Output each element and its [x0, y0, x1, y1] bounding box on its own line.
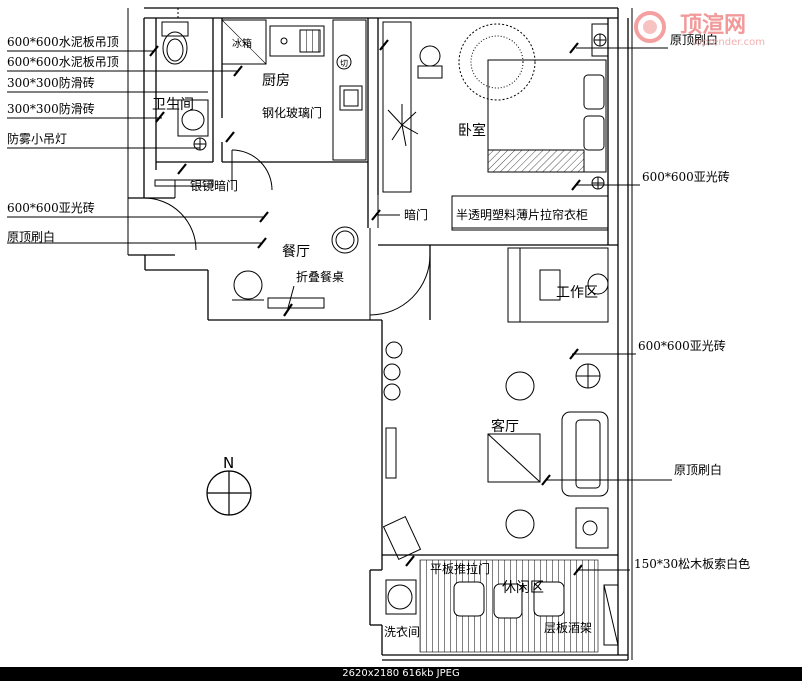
watermark-url: toprender.com	[692, 37, 765, 48]
room-kitchen: 厨房	[262, 73, 290, 89]
compass	[206, 470, 252, 516]
room-laundry: 洗衣间	[384, 624, 420, 639]
callout-ceiling-bath-1: 600*600水泥板吊顶	[7, 35, 119, 49]
callout-ceiling-white-bedroom: 原顶刷白	[670, 32, 718, 47]
exterior-walls	[128, 7, 629, 661]
leisure-fixtures	[385, 559, 619, 653]
fixture-fridge: 冰箱	[232, 37, 252, 50]
callout-antifog-light: 防雾小吊灯	[7, 131, 67, 146]
compass-north: N	[223, 454, 234, 472]
dining-fixtures	[232, 226, 359, 309]
watermark-brand: 顶渲网	[680, 12, 746, 38]
workspace-fixtures	[507, 247, 609, 323]
callout-leaders	[7, 47, 672, 571]
callout-slashes	[149, 39, 583, 576]
frame	[127, 8, 633, 660]
callout-glass-door: 钢化玻璃门	[262, 105, 322, 120]
callout-matte-tile-dining: 600*600亚光砖	[7, 200, 95, 215]
doors	[143, 149, 431, 320]
callout-ceiling-white-living: 原顶刷白	[674, 462, 722, 477]
kitchen-fixtures	[221, 19, 367, 161]
living-fixtures	[382, 341, 609, 561]
bedroom-fixtures	[382, 21, 609, 231]
room-leisure: 休闲区	[502, 580, 544, 596]
fixture-cut: 切	[340, 59, 348, 68]
room-bathroom: 卫生间	[152, 97, 194, 113]
callout-wine-shelf: 层板酒架	[544, 621, 592, 635]
watermark-logo	[634, 11, 666, 43]
callout-ceiling-white-dining: 原顶刷白	[7, 229, 55, 244]
room-bedroom: 卧室	[458, 122, 486, 139]
room-living: 客厅	[491, 418, 519, 435]
callout-mirror-door: 银镜暗门	[190, 178, 238, 193]
callout-wardrobe: 半透明塑料薄片拉帘衣柜	[456, 207, 588, 222]
callout-hidden-door: 暗门	[404, 207, 428, 222]
callout-sliding-door: 平板推拉门	[430, 561, 490, 576]
callout-matte-tile-bedroom: 600*600亚光砖	[642, 169, 730, 184]
callout-pine-board: 150*30松木板索白色	[634, 556, 750, 571]
room-dining: 餐厅	[282, 244, 310, 260]
callout-antislip-1: 300*300防滑砖	[7, 75, 95, 90]
room-workspace: 工作区	[556, 285, 598, 301]
image-info-text: 2620x2180 616kb JPEG	[342, 668, 460, 679]
callout-matte-tile-living: 600*600亚光砖	[638, 338, 726, 353]
image-info-bar: 2620x2180 616kb JPEG	[0, 667, 802, 681]
bathroom-fixtures	[161, 8, 209, 151]
callout-ceiling-bath-2: 600*600水泥板吊顶	[7, 55, 119, 69]
callout-antislip-2: 300*300防滑砖	[7, 101, 95, 116]
callout-folding-table: 折叠餐桌	[296, 269, 344, 284]
